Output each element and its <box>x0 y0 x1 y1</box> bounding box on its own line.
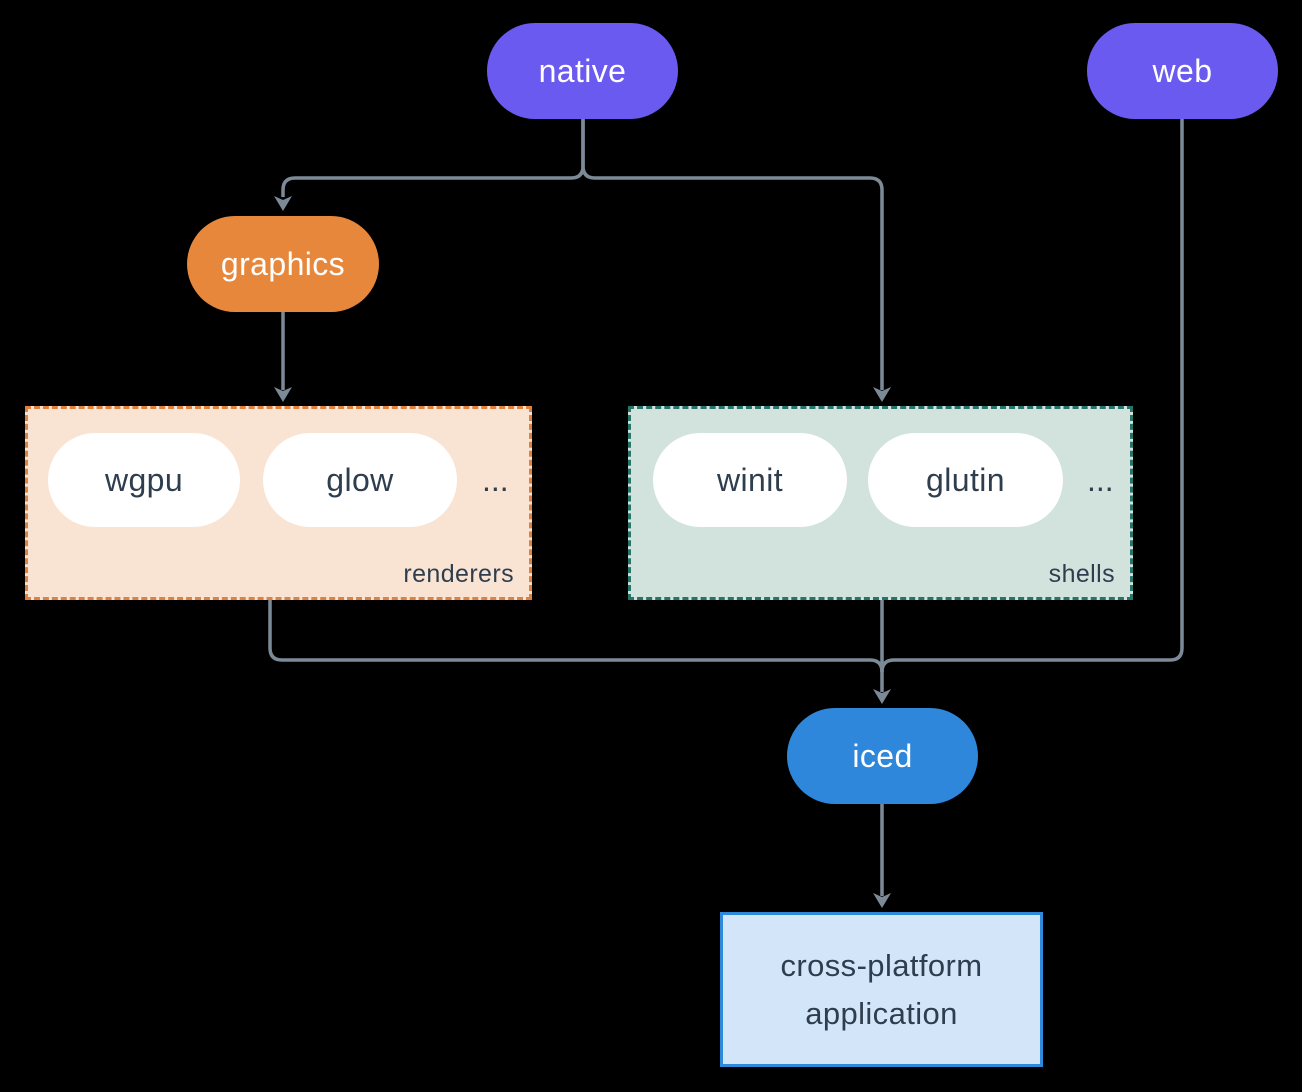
node-web-label: web <box>1152 52 1213 89</box>
node-wgpu: wgpu <box>48 433 240 527</box>
node-graphics: graphics <box>187 216 379 312</box>
node-glow-label: glow <box>326 461 394 498</box>
node-glutin: glutin <box>868 433 1063 527</box>
node-web: web <box>1087 23 1278 119</box>
group-renderers: wgpu glow ... renderers <box>25 406 532 600</box>
node-application: cross-platform application <box>720 912 1043 1067</box>
group-shells: winit glutin ... shells <box>628 406 1133 600</box>
renderers-ellipsis: ... <box>482 461 509 498</box>
node-native: native <box>487 23 678 119</box>
shells-ellipsis: ... <box>1087 461 1114 498</box>
arrowhead-iced <box>873 689 891 704</box>
edge-renderers-to-iced <box>268 600 884 673</box>
arrowhead-renderers <box>274 387 292 402</box>
node-glutin-label: glutin <box>926 461 1005 498</box>
arrowhead-application <box>873 893 891 908</box>
node-graphics-label: graphics <box>220 245 346 282</box>
group-shells-label: shells <box>1048 560 1115 588</box>
node-wgpu-label: wgpu <box>104 461 184 498</box>
node-native-label: native <box>538 52 627 89</box>
node-iced: iced <box>787 708 978 804</box>
node-iced-label: iced <box>852 737 913 774</box>
arrowhead-shells <box>873 387 891 402</box>
edge-native-to-shells <box>581 118 884 390</box>
node-winit: winit <box>653 433 847 527</box>
node-winit-label: winit <box>716 461 783 498</box>
group-renderers-label: renderers <box>403 560 514 588</box>
edge-native-to-graphics <box>281 118 585 197</box>
node-application-label: cross-platform application <box>780 947 983 1031</box>
arrowhead-graphics <box>274 196 292 211</box>
node-glow: glow <box>263 433 457 527</box>
